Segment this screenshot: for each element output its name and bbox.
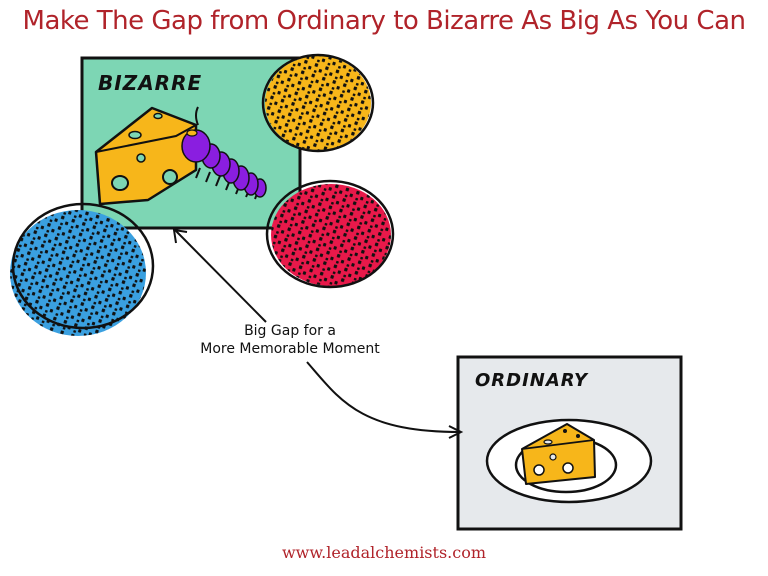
blue-circle	[10, 202, 155, 336]
arrowhead-up-icon	[172, 228, 188, 244]
gap-annotation: Big Gap for a More Memorable Moment	[180, 322, 400, 358]
page-title: Make The Gap from Ordinary to Bizarre As…	[22, 6, 746, 36]
ordinary-label: ORDINARY	[475, 370, 589, 391]
orange-circle	[261, 53, 375, 153]
caterpillar-icon	[181, 106, 267, 200]
cheese-ordinary-icon	[521, 423, 596, 485]
cheese-bizarre-icon	[94, 106, 198, 206]
red-circle	[265, 179, 395, 289]
bizarre-label: BIZARRE	[98, 71, 203, 95]
gap-arrow	[172, 228, 464, 439]
gap-annotation-line2: More Memorable Moment	[200, 341, 380, 357]
footer-url: www.leadalchemists.com	[281, 543, 487, 562]
gap-annotation-line1: Big Gap for a	[244, 323, 336, 339]
arrowhead-right-icon	[448, 425, 464, 439]
